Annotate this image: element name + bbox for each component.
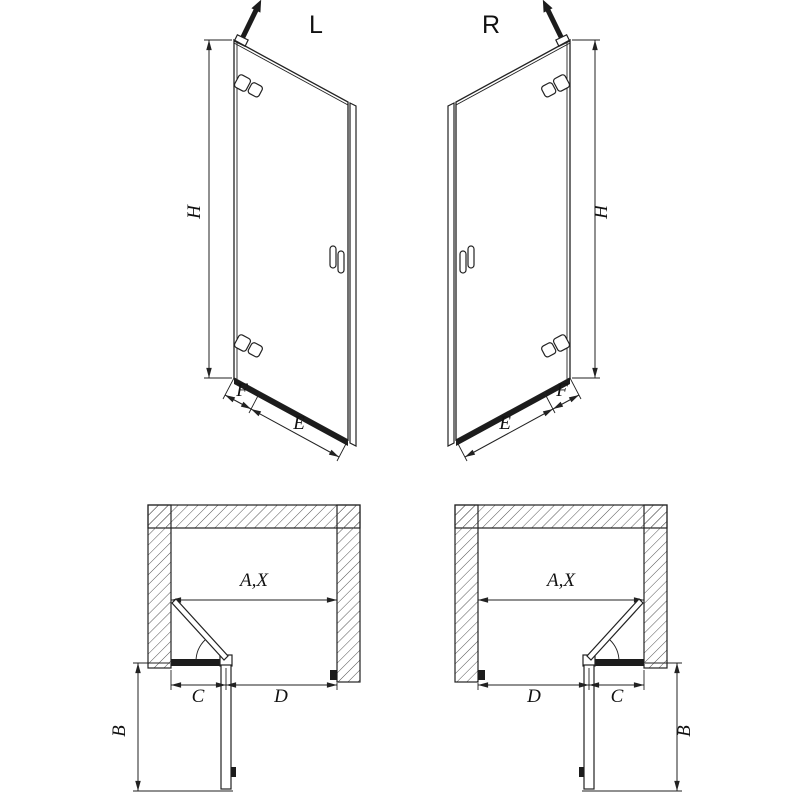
hinge-side-width-label: F xyxy=(235,380,248,401)
dimension-opening-right: A,X xyxy=(478,570,644,603)
fixed-width-label: C xyxy=(192,686,205,707)
wall-right xyxy=(643,504,668,669)
dimension-width-right: F E xyxy=(455,377,582,462)
closing-profile-plan xyxy=(330,670,337,680)
dimension-cd-left: C D xyxy=(170,668,338,707)
glass-edge xyxy=(455,42,571,106)
support-arm-icon xyxy=(542,0,571,48)
door-open-45 xyxy=(586,598,644,661)
opening-width-label: A,X xyxy=(238,570,269,591)
wall-right xyxy=(336,504,361,683)
glass-edge xyxy=(233,42,349,106)
door-3d-view-left: L xyxy=(184,0,357,462)
dimension-height-right: H xyxy=(572,39,612,379)
handle-icon xyxy=(459,245,475,274)
dimension-cd-right: D C xyxy=(477,668,645,707)
dimension-width-left: F E xyxy=(222,377,349,462)
fixed-glass-plan xyxy=(171,659,226,666)
handle-plan-icon xyxy=(579,767,584,777)
plan-view-left: A,X C D B xyxy=(109,504,361,792)
door-open-90 xyxy=(583,664,595,790)
height-label: H xyxy=(184,204,205,220)
support-arm-icon xyxy=(233,0,262,48)
door-3d-view-right: R H xyxy=(447,0,612,462)
variant-label-left: L xyxy=(309,11,323,39)
hinge-bottom-icon xyxy=(541,334,571,358)
door-width-label: E xyxy=(498,413,511,434)
wall-left xyxy=(454,504,479,683)
variant-label-right: R xyxy=(482,11,500,39)
fixed-width-label: C xyxy=(611,686,624,707)
plan-view-right: A,X D C B xyxy=(454,504,695,792)
door-width-label: E xyxy=(292,413,305,434)
hinge-top-icon xyxy=(541,74,571,98)
hinge-side-width-label: F xyxy=(555,380,568,401)
hinge-bottom-icon xyxy=(233,334,263,358)
door-width-label: D xyxy=(273,686,288,707)
door-width-label: D xyxy=(526,686,541,707)
height-label: H xyxy=(591,204,612,220)
closing-profile-plan xyxy=(478,670,485,680)
wall-top xyxy=(147,504,361,529)
handle-icon xyxy=(329,245,345,274)
wall-left xyxy=(147,504,172,669)
dimension-opening-left: A,X xyxy=(171,570,337,603)
bottom-rail xyxy=(456,378,570,446)
swing-arc xyxy=(609,639,620,662)
glass-panel xyxy=(455,38,571,442)
handle-plan-icon xyxy=(231,767,236,777)
depth-label: B xyxy=(674,725,695,737)
door-open-45 xyxy=(171,598,229,661)
depth-label: B xyxy=(109,725,130,737)
wall-profile xyxy=(349,102,357,447)
dimension-height-left: H xyxy=(184,39,232,379)
dimension-depth-right: B xyxy=(582,662,695,792)
wall-top xyxy=(454,504,668,529)
door-open-90 xyxy=(220,664,232,790)
dimension-depth-left: B xyxy=(109,662,233,792)
fixed-glass-plan xyxy=(589,659,644,666)
wall-profile xyxy=(447,102,455,447)
glass-panel xyxy=(233,38,349,442)
hinge-top-icon xyxy=(233,74,263,98)
bottom-rail xyxy=(234,378,348,446)
swing-arc xyxy=(195,639,206,662)
opening-width-label: A,X xyxy=(545,570,576,591)
